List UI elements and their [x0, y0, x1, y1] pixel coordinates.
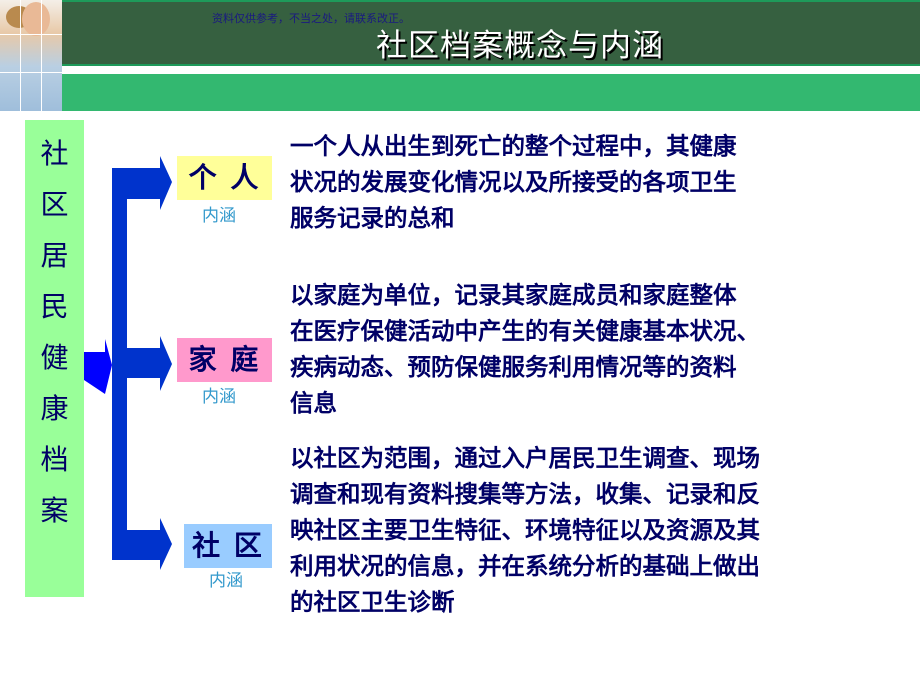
sub-community: 内涵	[209, 571, 243, 591]
desc-line: 在医疗保健活动中产生的有关健康基本状况、	[290, 317, 760, 345]
desc-family: 以家庭为单位，记录其家庭成员和家庭整体 在医疗保健活动中产生的有关健康基本状况、…	[290, 277, 910, 421]
desc-line: 信息	[290, 389, 337, 417]
vertical-title-box: 社 区 居 民 健 康 档 案	[25, 120, 84, 597]
arrow-community	[112, 518, 172, 570]
sub-family: 内涵	[202, 387, 236, 407]
vertical-char: 民	[40, 290, 69, 323]
vertical-char: 康	[40, 392, 69, 425]
desc-line: 映社区主要卫生特征、环境特征以及资源及其	[290, 516, 760, 544]
sub-individual: 内涵	[202, 206, 236, 226]
desc-line: 利用状况的信息，并在系统分析的基础上做出	[290, 552, 760, 580]
vertical-char: 社	[40, 137, 69, 170]
desc-line: 以社区为范围，通过入户居民卫生调查、现场	[290, 444, 760, 472]
main-arrow	[84, 339, 112, 394]
vertical-char: 档	[40, 443, 69, 476]
label-individual: 个 人	[177, 156, 272, 200]
desc-line: 一个人从出生到死亡的整个过程中，其健康	[290, 132, 737, 160]
desc-individual: 一个人从出生到死亡的整个过程中，其健康 状况的发展变化情况以及所接受的各项卫生 …	[290, 128, 910, 236]
desc-community: 以社区为范围，通过入户居民卫生调查、现场 调查和现有资料搜集等方法，收集、记录和…	[290, 440, 910, 620]
label-family: 家 庭	[177, 338, 272, 382]
vertical-char: 居	[40, 239, 69, 272]
desc-line: 的社区卫生诊断	[290, 588, 455, 616]
bracket-vertical	[112, 168, 127, 560]
arrow-family	[127, 336, 172, 391]
label-community: 社 区	[184, 524, 272, 568]
desc-line: 服务记录的总和	[290, 204, 455, 232]
vertical-char: 区	[40, 188, 69, 221]
desc-line: 状况的发展变化情况以及所接受的各项卫生	[290, 168, 737, 196]
desc-line: 以家庭为单位，记录其家庭成员和家庭整体	[290, 281, 737, 309]
desc-line: 调查和现有资料搜集等方法，收集、记录和反	[290, 480, 760, 508]
watermark: 资料仅供参考，不当之处，请联系改正。	[212, 12, 410, 25]
header-photo	[0, 0, 62, 111]
header-divider	[0, 71, 920, 73]
desc-line: 疾病动态、预防保健服务利用情况等的资料	[290, 353, 737, 381]
header-band	[0, 74, 920, 111]
slide-title: 社区档案概念与内涵	[376, 28, 664, 64]
vertical-char: 案	[40, 494, 69, 527]
header-bar	[0, 0, 920, 66]
arrow-individual	[112, 156, 172, 210]
vertical-char: 健	[40, 341, 69, 374]
